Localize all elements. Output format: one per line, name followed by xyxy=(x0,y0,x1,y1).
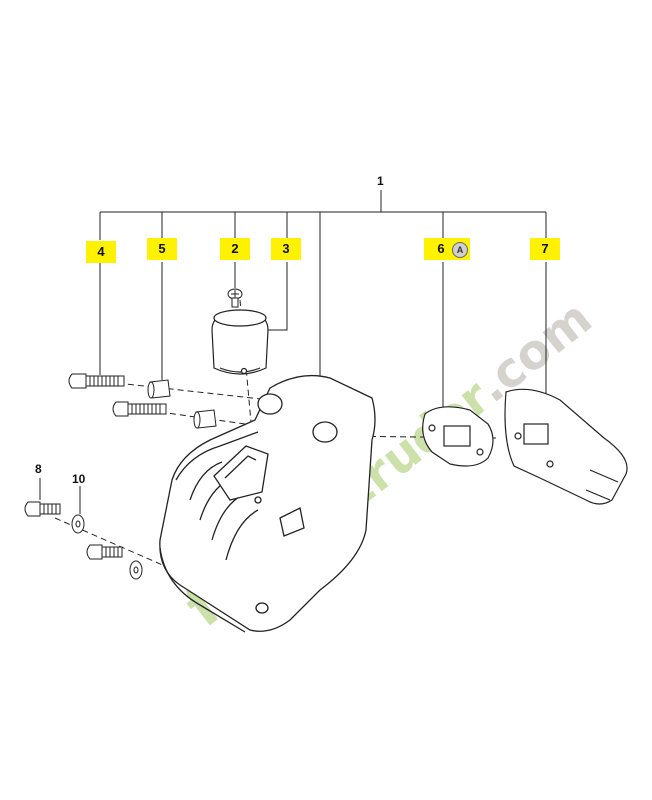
callout-8: 8 xyxy=(35,462,42,476)
part-4-bolt xyxy=(68,373,167,417)
callout-7-highlight xyxy=(530,238,560,260)
callout-6: 6 xyxy=(437,241,445,256)
callout-2: 2 xyxy=(231,241,239,256)
callout-3: 3 xyxy=(282,241,290,256)
part-10-washer xyxy=(71,514,143,580)
callout-3-highlight xyxy=(271,238,301,260)
part-8-bolt xyxy=(24,501,123,560)
reference-marker-a: A xyxy=(452,242,468,258)
part-6-gasket xyxy=(422,406,494,467)
callout-4-highlight xyxy=(86,241,116,263)
callout-5: 5 xyxy=(158,241,166,256)
callout-10: 10 xyxy=(72,472,86,486)
part-2-screw xyxy=(227,288,243,308)
callout-1: 1 xyxy=(377,174,384,188)
part-3-screen xyxy=(211,309,269,375)
part-7-shield xyxy=(504,388,628,505)
part-5-sleeve xyxy=(147,379,217,429)
callout-5-highlight xyxy=(147,238,177,260)
callout-4: 4 xyxy=(97,244,105,259)
muffler-body xyxy=(159,374,376,633)
callout-7: 7 xyxy=(541,241,549,256)
callout-2-highlight xyxy=(220,238,250,260)
